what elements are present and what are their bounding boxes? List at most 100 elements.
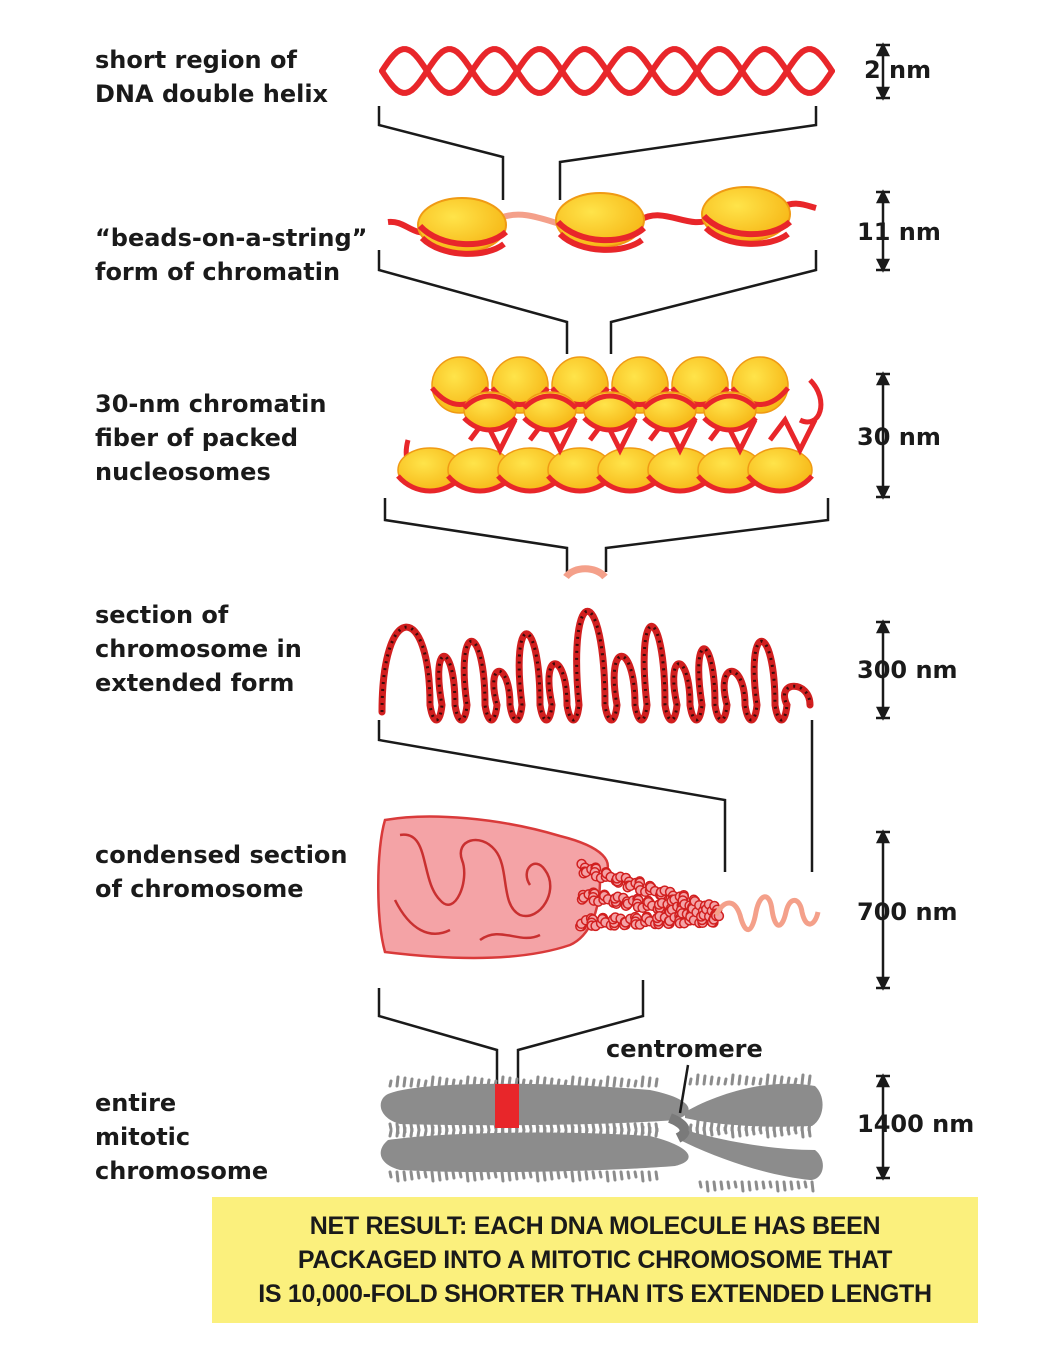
chromosome-fuzz	[598, 1079, 603, 1088]
chromosome-fuzz	[695, 1119, 700, 1132]
chromosome-fuzz	[563, 1079, 568, 1088]
chromosome-fuzz	[514, 1127, 519, 1138]
chromosome-fuzz	[409, 1170, 414, 1181]
chromosome-fuzz	[793, 1123, 798, 1132]
chromosome-fuzz	[654, 1077, 659, 1088]
scale-bar-30nm	[875, 371, 891, 500]
chromosome-fuzz	[423, 1129, 428, 1138]
chromosome-fuzz	[761, 1180, 766, 1190]
chromosome-fuzz	[542, 1126, 547, 1138]
nucleosome-shape	[768, 415, 818, 456]
mitotic-chromosome	[380, 1064, 823, 1193]
chromosome-fuzz	[719, 1180, 724, 1191]
30nm-chromatin-fiber	[396, 356, 824, 494]
chromosome-fuzz	[514, 1170, 519, 1181]
chromosome-fuzz	[605, 1170, 610, 1183]
chromosome-fuzz	[570, 1170, 575, 1183]
scale-bar-1400nm	[875, 1073, 891, 1181]
chromosome-fuzz	[712, 1180, 717, 1192]
chromosome-fuzz	[654, 1170, 659, 1181]
chromosome-fuzz	[409, 1127, 414, 1138]
chromosome-fuzz	[402, 1170, 407, 1182]
chromosome-fuzz	[800, 1119, 805, 1132]
chromosome-fuzz	[556, 1078, 561, 1088]
chromosome-fuzz	[733, 1180, 738, 1189]
chromosome-fuzz	[640, 1075, 645, 1088]
chromosome-fuzz	[612, 1126, 617, 1138]
chromosome-fuzz	[584, 1170, 589, 1181]
chromosome-fuzz	[598, 1170, 603, 1179]
chromosome-fuzz	[472, 1126, 477, 1138]
chromosome-fuzz	[654, 1127, 659, 1138]
nucleosome-bead	[555, 192, 647, 253]
chromosome-fuzz	[584, 1127, 589, 1138]
chromosome-fuzz	[640, 1125, 645, 1138]
nucleosome-shape	[702, 416, 758, 433]
nucleosome-bead	[701, 186, 793, 247]
chromosome-fuzz	[465, 1075, 470, 1088]
chromosome-fuzz	[730, 1073, 735, 1086]
chromosome-fuzz	[570, 1125, 575, 1138]
chromosome-fuzz	[647, 1076, 652, 1088]
extended-chromosome-loops	[378, 565, 814, 724]
chromosome-fuzz	[591, 1128, 596, 1138]
chromosome-fuzz	[605, 1075, 610, 1088]
nucleosome-bead	[417, 197, 509, 257]
chromosome-fuzz	[598, 1122, 603, 1131]
chromosome-fuzz	[577, 1170, 582, 1182]
chromosome-fuzz	[744, 1075, 749, 1086]
nucleosome-shape	[522, 393, 578, 410]
zoom-bracket-3	[383, 498, 830, 572]
scale-bar-700nm	[875, 829, 891, 991]
chromosome-fuzz	[472, 1170, 477, 1182]
chromosome-fuzz	[486, 1170, 491, 1180]
chromosome-fuzz	[535, 1075, 540, 1088]
chromosome-fuzz	[737, 1120, 742, 1132]
chromosome-fuzz	[542, 1170, 547, 1182]
chromosome-fuzz	[528, 1170, 533, 1179]
chromosome-fuzz	[437, 1170, 442, 1182]
chromosome-fuzz	[521, 1078, 526, 1088]
chromosome-fuzz	[423, 1170, 428, 1179]
chromosome-fuzz	[437, 1126, 442, 1138]
chromosome-fuzz	[688, 1123, 693, 1132]
net-result-box: NET RESULT: EACH DNA MOLECULE HAS BEEN P…	[212, 1197, 978, 1323]
chromosome-fuzz	[598, 1129, 603, 1138]
chromosome-fuzz	[633, 1129, 638, 1138]
chromosome-fuzz	[402, 1126, 407, 1138]
chromosome-fuzz	[737, 1074, 742, 1086]
summary-line: PACKAGED INTO A MITOTIC CHROMOSOME THAT	[297, 1246, 893, 1274]
chromosome-fuzz	[535, 1170, 540, 1183]
chromosome-fuzz	[430, 1125, 435, 1138]
chromosome-fuzz	[570, 1075, 575, 1088]
nucleosome-shape	[642, 416, 698, 433]
chromosome-fuzz	[444, 1127, 449, 1138]
chromosome-fuzz	[423, 1122, 428, 1131]
chromosome-fuzz	[430, 1170, 435, 1183]
chromosome-fuzz	[500, 1170, 505, 1183]
chromosome-fuzz	[451, 1170, 456, 1180]
chromosome-fuzz	[416, 1170, 421, 1180]
chromosome-fuzz	[633, 1170, 638, 1179]
chromosome-fuzz	[605, 1125, 610, 1138]
chromosome-fuzz	[458, 1122, 463, 1131]
chromosome-fuzz	[549, 1077, 554, 1088]
chromosome-fuzz	[388, 1129, 393, 1138]
chromosome-fuzz	[803, 1180, 808, 1189]
chromosome-fuzz	[388, 1079, 393, 1088]
chromosome-fuzz	[612, 1170, 617, 1182]
chromosome-fuzz	[779, 1121, 784, 1132]
chromosome-fuzz	[698, 1180, 703, 1189]
chromosome-fuzz	[626, 1078, 631, 1088]
chromosome-fuzz	[577, 1076, 582, 1088]
scale-label-11nm: 11 nm	[857, 218, 941, 246]
chromosome-fuzz	[549, 1170, 554, 1181]
chromosome-fuzz	[584, 1077, 589, 1088]
chromosome-fuzz	[619, 1077, 624, 1088]
condensed-chromosome-section	[377, 815, 821, 960]
nucleosome-shape	[746, 474, 814, 494]
chromosome-fuzz	[751, 1076, 756, 1086]
chromosome-fuzz	[758, 1077, 763, 1086]
chromosome-fuzz	[479, 1127, 484, 1138]
